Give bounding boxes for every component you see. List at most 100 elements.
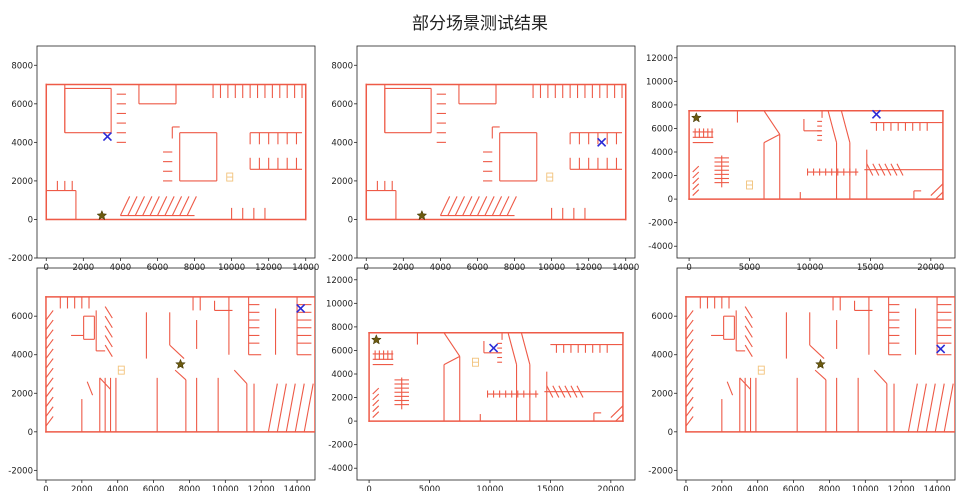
- parking-line: [149, 196, 160, 216]
- parking-line: [685, 358, 694, 369]
- parking-line: [692, 171, 700, 179]
- x-tick-label: 14000: [284, 485, 311, 491]
- x-tick-label: 2000: [71, 485, 93, 491]
- y-tick-label: 0: [668, 195, 673, 205]
- parking-line: [476, 196, 488, 216]
- parking-line: [692, 189, 700, 196]
- x-tick-label: 14000: [924, 485, 951, 491]
- parking-line: [45, 338, 54, 350]
- parking-line: [45, 416, 54, 427]
- parking-map: [45, 83, 307, 221]
- x-tick-label: 8000: [819, 485, 841, 491]
- parking-line: [45, 310, 54, 321]
- plot-frame: [356, 45, 636, 259]
- parking-line: [935, 191, 944, 200]
- start-star-marker: [96, 209, 108, 221]
- parking-line: [104, 335, 113, 348]
- parking-line: [156, 196, 168, 216]
- parking-line: [934, 383, 945, 432]
- x-tick-label: 20000: [597, 485, 624, 491]
- parking-line: [45, 319, 54, 331]
- parking-line: [685, 338, 694, 350]
- parking-line: [878, 163, 886, 176]
- parking-line: [840, 110, 851, 143]
- x-tick-label: 2000: [711, 485, 733, 491]
- parking-line: [692, 165, 700, 173]
- y-tick-label: 12000: [326, 276, 353, 286]
- parking-line: [491, 196, 503, 216]
- parking-line: [119, 196, 131, 216]
- y-tick-label: 2000: [651, 172, 673, 182]
- parking-line: [827, 110, 838, 143]
- x-tick-label: 10000: [852, 485, 879, 491]
- start-star-marker: [175, 358, 186, 369]
- parking-line: [142, 196, 153, 216]
- parking-line: [45, 377, 54, 388]
- x-tick-label: 12000: [888, 485, 915, 491]
- x-tick-label: 10000: [212, 485, 239, 491]
- parking-line: [570, 385, 578, 398]
- y-tick-label: 2000: [11, 389, 33, 399]
- parking-line: [174, 369, 187, 381]
- parking-line: [685, 387, 694, 398]
- y-tick-label: 8000: [651, 101, 673, 111]
- parking-line: [447, 196, 458, 216]
- parking-line: [45, 348, 54, 359]
- parking-line: [610, 405, 624, 418]
- parking-line: [907, 383, 918, 432]
- parking-line: [267, 383, 278, 432]
- parking-line: [506, 196, 517, 216]
- y-tick-label: 10000: [646, 77, 673, 87]
- parking-line: [685, 319, 694, 331]
- y-tick-label: 4000: [331, 138, 353, 148]
- parking-line: [45, 387, 54, 398]
- x-tick-label: 0: [43, 485, 48, 491]
- parking-line: [896, 163, 904, 176]
- parking-line: [104, 344, 113, 357]
- y-tick-label: 6000: [651, 312, 673, 322]
- y-tick-label: 0: [348, 215, 353, 225]
- y-tick-label: 0: [348, 417, 353, 427]
- parking-map: [365, 83, 627, 221]
- parking-line: [884, 163, 892, 176]
- parking-line: [372, 393, 380, 401]
- parking-line: [576, 385, 584, 398]
- parking-line: [739, 377, 751, 390]
- parking-line: [520, 332, 531, 365]
- parking-line: [890, 163, 898, 176]
- parking-line: [507, 332, 518, 365]
- parking-line: [552, 385, 560, 398]
- parking-line: [484, 196, 495, 216]
- x-tick-label: 10000: [476, 485, 503, 491]
- y-tick-label: 2000: [331, 394, 353, 404]
- parking-line: [104, 315, 113, 329]
- y-tick-label: -2000: [8, 254, 33, 264]
- parking-line: [873, 369, 888, 385]
- y-tick-label: 0: [28, 215, 33, 225]
- y-tick-label: 4000: [11, 138, 33, 148]
- parking-line: [99, 377, 111, 390]
- parking-map: [685, 296, 955, 433]
- parking-line: [372, 411, 380, 418]
- x-tick-label: 8000: [179, 485, 201, 491]
- parking-map: [368, 332, 624, 422]
- parking-line: [45, 396, 54, 408]
- parking-line: [744, 335, 753, 348]
- parking-line: [872, 163, 880, 176]
- parking-line: [685, 377, 694, 388]
- start-star-marker: [416, 209, 428, 221]
- y-tick-label: 2000: [651, 389, 673, 399]
- parking-line: [45, 358, 54, 369]
- plot-frame: [36, 267, 316, 481]
- parking-line: [685, 310, 694, 321]
- y-tick-label: 4000: [11, 351, 33, 361]
- y-tick-label: 2000: [331, 177, 353, 187]
- y-tick-label: 6000: [651, 124, 673, 134]
- start-star-marker: [370, 334, 382, 345]
- y-tick-label: 6000: [331, 346, 353, 356]
- parking-line: [45, 329, 54, 340]
- y-tick-label: 10000: [326, 299, 353, 309]
